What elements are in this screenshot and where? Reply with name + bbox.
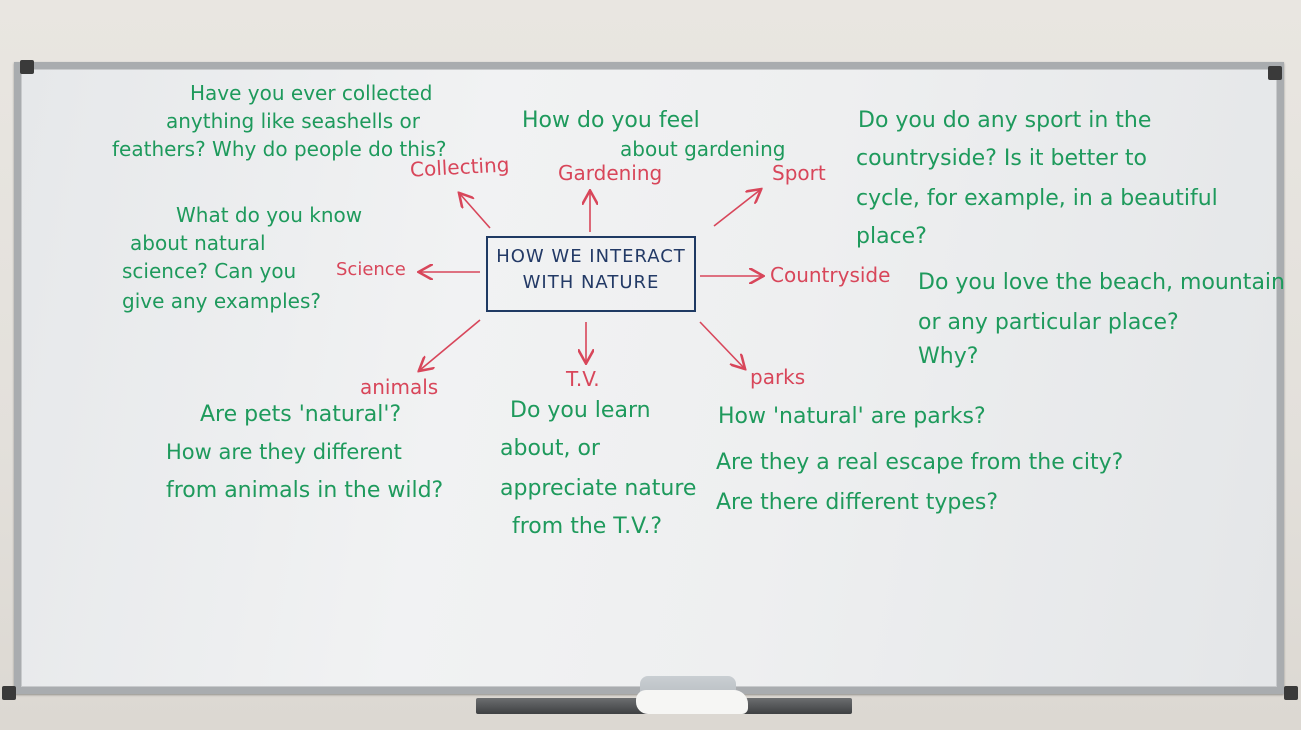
question-line: science? Can you [122,259,297,283]
question-line: place? [856,224,927,249]
center-line-1: HOW WE INTERACT [496,246,686,267]
topic-parks: parks [750,365,806,389]
question-line: What do you know [176,203,363,227]
question-line: countryside? Is it better to [856,146,1147,171]
whiteboard [14,62,1284,694]
board-corner-bottom-right [1284,686,1298,700]
question-line: about gardening [620,137,786,161]
question-line: anything like seashells or [166,109,420,133]
question-line: Do you do any sport in the [858,108,1152,133]
topic-science: Science [336,259,406,280]
question-line: Do you love the beach, mountain [918,270,1285,295]
board-corner-bottom-left [2,686,16,700]
arrow-collecting [460,194,491,229]
arrow-parks [699,321,744,368]
center-topic-box: HOW WE INTERACT WITH NATURE [486,236,696,312]
question-line: feathers? Why do people do this? [112,137,447,161]
question-line: How 'natural' are parks? [718,404,986,429]
question-line: about natural [130,231,266,255]
board-corner-top-right [1268,66,1282,80]
question-line: or any particular place? [918,310,1179,335]
question-line: cycle, for example, in a beautiful [856,186,1218,211]
topic-animals: animals [360,375,439,399]
question-line: Do you learn [510,398,651,423]
question-line: Have you ever collected [190,81,433,105]
question-line: How are they different [166,440,402,464]
question-line: Are pets 'natural'? [200,402,402,427]
question-line: Are there different types? [716,490,999,515]
question-line: from the T.V.? [512,514,662,539]
question-line: Why? [918,344,979,369]
center-line-2: WITH NATURE [522,272,660,294]
question-line: about, or [500,436,600,461]
question-line: How do you feel [522,108,700,133]
arrow-sport [713,190,760,227]
topic-countryside: Countryside [770,263,891,287]
topic-tv: T.V. [566,367,600,391]
board-corner-top-left [20,60,34,74]
question-line: give any examples? [122,289,321,313]
question-line: appreciate nature [500,476,697,501]
arrow-animals [420,319,481,370]
question-line: from animals in the wild? [166,478,444,503]
eraser-cloth [636,690,748,714]
topic-sport: Sport [772,161,826,185]
question-line: Are they a real escape from the city? [716,450,1124,475]
topic-gardening: Gardening [558,161,663,185]
